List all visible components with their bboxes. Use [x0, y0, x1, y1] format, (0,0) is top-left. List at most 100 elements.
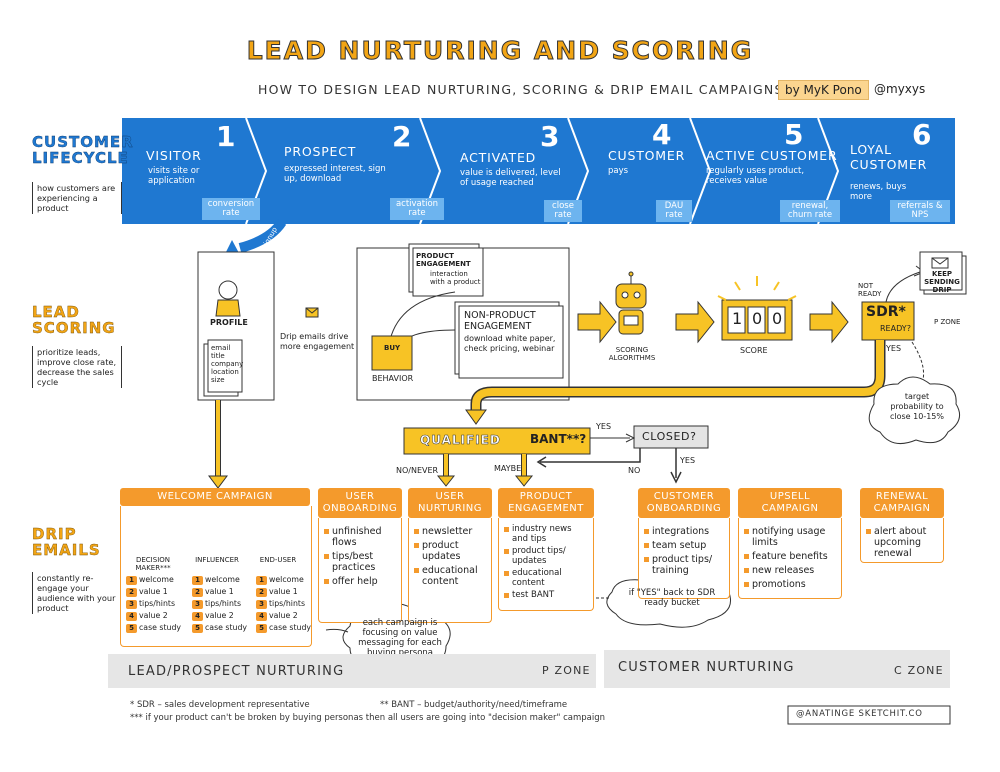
campaign-item: educational content: [503, 568, 589, 588]
customer-zone-tag: C ZONE: [894, 664, 944, 677]
sdr-box: [861, 301, 915, 341]
campaign-item: product tips/ updates: [503, 546, 589, 566]
non-product-engagement-title: NON-PRODUCT ENGAGEMENT: [464, 310, 536, 332]
item-number: 1: [126, 576, 137, 585]
qualified-bant-box: [403, 427, 591, 455]
campaign-product-engagement: PRODUCT ENGAGEMENT industry news and tip…: [498, 488, 594, 611]
stage-4-shape: [568, 118, 710, 224]
campaign-item: promotions: [743, 579, 837, 590]
stage-4-desc: pays: [608, 166, 629, 176]
robot-sketch: [615, 271, 647, 335]
stage-3-desc: value is delivered, level of usage reach…: [460, 168, 561, 188]
campaign-title: RENEWAL CAMPAIGN: [860, 488, 944, 518]
campaign-user-onboarding: USER ONBOARDING unfinished flows tips/be…: [318, 488, 402, 623]
page-title: LEAD NURTURING AND SCORING: [246, 36, 754, 66]
stage-2-desc: expressed interest, sign up, download: [284, 164, 386, 184]
sdr-yes-label: YES: [886, 344, 902, 353]
drip-emails-note: Drip emails drive more engagement: [280, 332, 355, 351]
keep-sending-label: KEEP SENDING DRIP: [924, 270, 960, 294]
stage-1-name: VISITOR: [146, 148, 202, 163]
arrow-to-algorithms: [577, 300, 617, 344]
page-subtitle: HOW TO DESIGN LEAD NURTURING, SCORING & …: [258, 82, 784, 97]
persona-item: welcome: [269, 575, 304, 584]
item-number: 1: [192, 576, 203, 585]
stage-1-desc: visits site or application: [148, 166, 200, 186]
campaign-title: UPSELL CAMPAIGN: [738, 488, 842, 518]
arrow-to-sdr: [809, 300, 849, 344]
footnote-sdr: * SDR – sales development representative: [130, 700, 310, 710]
lifecycle-section-note: how customers are experiencing a product: [32, 182, 122, 214]
campaign-item: educational content: [413, 565, 487, 587]
footnote-persona: *** if your product can't be broken by b…: [130, 713, 606, 723]
credit-frame: [787, 705, 951, 725]
item-number: 4: [192, 612, 203, 621]
campaign-item: test BANT: [503, 590, 589, 600]
stage-6-name: LOYAL CUSTOMER: [850, 142, 928, 172]
closed-no-label: NO: [628, 466, 641, 475]
profile-field: email: [211, 344, 231, 352]
profile-field: title: [211, 352, 225, 360]
campaign-user-nurturing: USER NURTURING newsletter product update…: [408, 488, 492, 623]
persona-name: DECISION MAKER***: [135, 556, 171, 572]
buy-label: BUY: [384, 344, 401, 352]
scoring-section-title: LEAD SCORING: [32, 303, 116, 337]
stage-6-shape: [818, 118, 955, 224]
stage-4-name: CUSTOMER: [608, 148, 686, 163]
persona-item: value 1: [139, 587, 168, 596]
bant-label: BANT**?: [530, 432, 587, 446]
stage-2-rate: activation rate: [390, 198, 444, 220]
campaign-item: new releases: [743, 565, 837, 576]
stage-1-shape: [122, 118, 266, 224]
stage-6-rate: referrals & NPS: [890, 200, 950, 222]
item-number: 3: [256, 600, 267, 609]
campaign-item: unfinished flows: [323, 526, 397, 548]
stage-5-rate: renewal, churn rate: [780, 200, 840, 222]
drip-section-note: constantly re-engage your audience with …: [32, 572, 122, 614]
stage-5-shape: [690, 118, 838, 224]
item-number: 2: [192, 588, 203, 597]
profile-fields: email title company location size: [211, 344, 243, 384]
score-digit: 0: [752, 309, 763, 328]
campaign-item: industry news and tips: [503, 524, 589, 544]
back-note: if "YES" back to SDR ready bucket: [628, 588, 716, 608]
item-number: 5: [256, 624, 267, 633]
item-number: 3: [126, 600, 137, 609]
item-number: 3: [192, 600, 203, 609]
stage-3-shape: [420, 118, 588, 224]
bant-yes-label: YES: [596, 422, 612, 431]
scoring-p-zone: P ZONE: [934, 318, 961, 326]
focus-note: each campaign is focusing on value messa…: [358, 618, 442, 658]
score-label: SCORE: [740, 346, 768, 355]
persona-item: case study: [269, 623, 312, 632]
persona-name: INFLUENCER: [195, 556, 239, 564]
persona-item: value 2: [139, 611, 168, 620]
target-probability-note: target probability to close 10-15%: [890, 392, 944, 421]
profile-field: size: [211, 376, 225, 384]
campaign-item: tips/best practices: [323, 551, 397, 573]
signup-arrow: [238, 219, 287, 253]
stage-3-number: 3: [540, 120, 560, 153]
campaign-item: alert about upcoming renewal: [865, 526, 939, 559]
stage-5-desc: regularly uses product, receives value: [706, 166, 805, 186]
lead-nurturing-zone: LEAD/PROSPECT NURTURING P ZONE: [108, 654, 596, 688]
stage-3-rate: close rate: [544, 200, 582, 222]
qualified-label: QUALIFIED: [420, 433, 501, 448]
maybe-label: MAYBE: [494, 464, 522, 473]
lead-zone-label: LEAD/PROSPECT NURTURING: [128, 664, 345, 679]
stage-4-number: 4: [652, 118, 672, 151]
buy-button-sketch: [371, 335, 413, 371]
author-handle: @myxys: [874, 82, 926, 96]
footnote-bant: ** BANT – budget/authority/need/timefram…: [380, 700, 568, 710]
campaign-title: USER ONBOARDING: [318, 488, 402, 518]
campaign-customer-onboarding: CUSTOMER ONBOARDING integrations team se…: [638, 488, 730, 599]
no-never-label: NO/NEVER: [396, 466, 439, 475]
stage-4-rate: DAU rate: [656, 200, 692, 222]
campaign-item: offer help: [323, 576, 397, 587]
lead-zone-tag: P ZONE: [542, 664, 591, 677]
item-number: 5: [126, 624, 137, 633]
scoring-algorithms-label: SCORING ALGORITHMS: [608, 346, 656, 362]
sdr-label: SDR*: [866, 304, 906, 320]
non-product-engagement-desc: download white paper, check pricing, web…: [464, 334, 556, 353]
persona-item: welcome: [205, 575, 240, 584]
